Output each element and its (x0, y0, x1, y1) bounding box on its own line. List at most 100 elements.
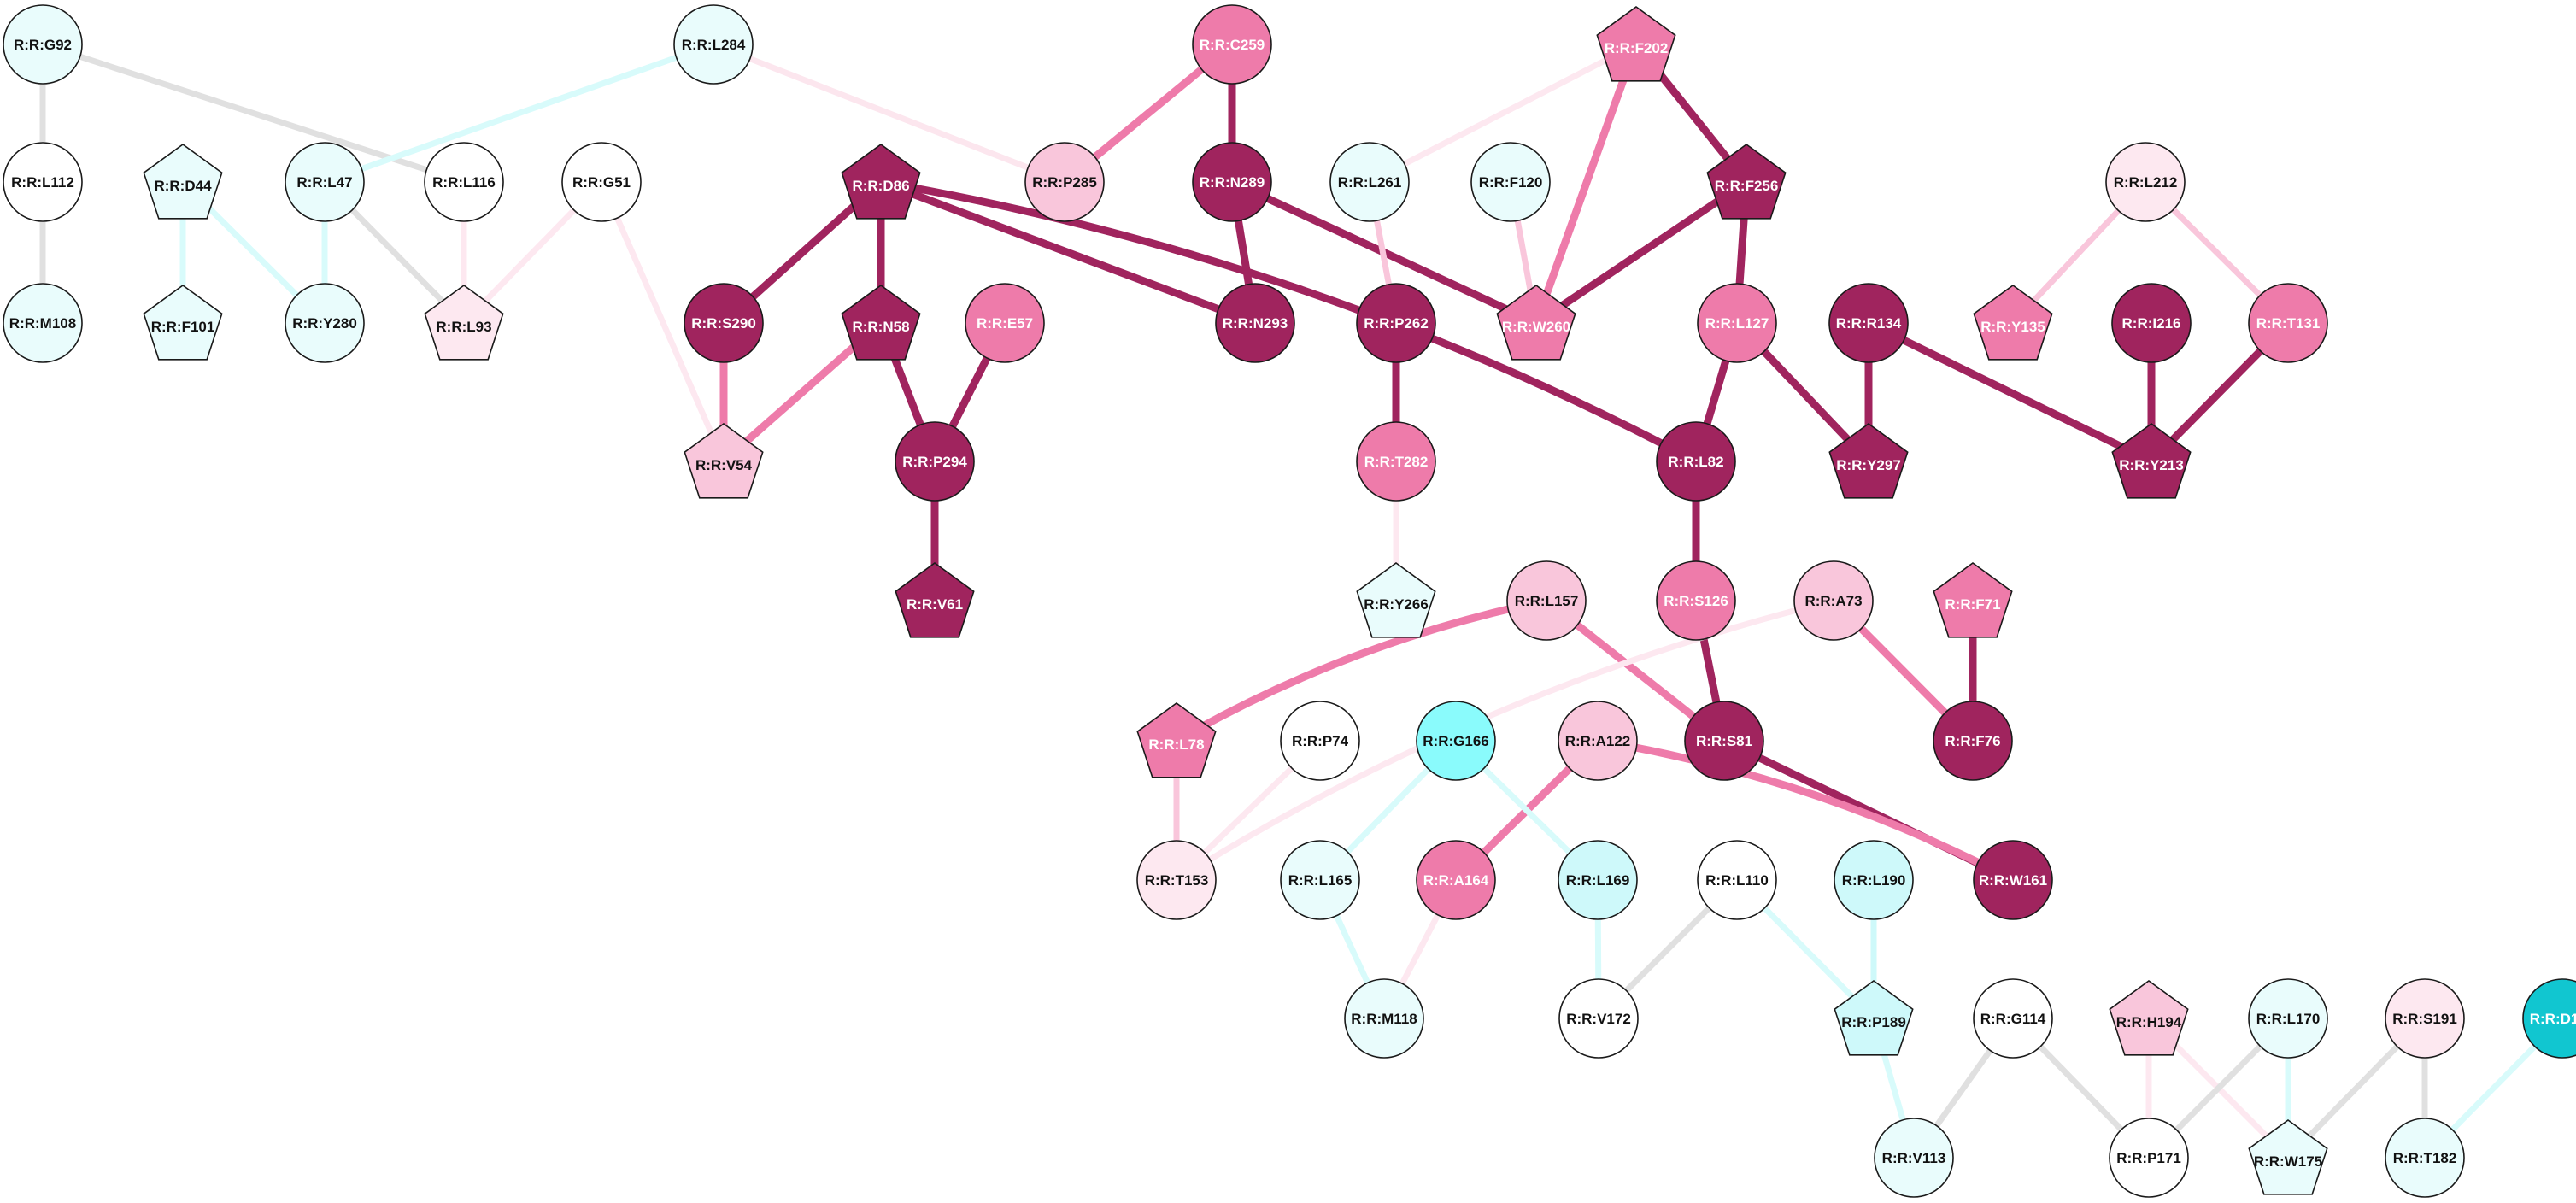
node-label-P294: R:R:P294 (902, 454, 967, 470)
node-shape-L212 (2105, 142, 2186, 222)
node-F202[interactable]: R:R:F202 (1596, 6, 1676, 82)
node-L157[interactable]: R:R:L157 (1506, 560, 1587, 641)
node-Y266[interactable]: R:R:Y266 (1356, 562, 1436, 638)
node-A122[interactable]: R:R:A122 (1558, 701, 1638, 781)
node-S191[interactable]: R:R:S191 (2385, 978, 2465, 1059)
node-A164[interactable]: R:R:A164 (1416, 840, 1496, 920)
node-shape-L170 (2248, 978, 2328, 1059)
node-L170[interactable]: R:R:L170 (2248, 978, 2328, 1059)
node-label-L110: R:R:L110 (1705, 872, 1769, 889)
node-F120[interactable]: R:R:F120 (1470, 142, 1551, 222)
node-shape-L169 (1558, 840, 1638, 920)
node-L82[interactable]: R:R:L82 (1656, 421, 1736, 502)
node-F76[interactable]: R:R:F76 (1933, 701, 2013, 781)
node-Y297[interactable]: R:R:Y297 (1828, 423, 1909, 499)
node-shape-F71 (1933, 562, 2013, 638)
node-P189[interactable]: R:R:P189 (1834, 980, 1914, 1056)
node-label-F101: R:R:F101 (151, 319, 215, 335)
edge-A73-T153 (1173, 597, 1837, 883)
node-Y213[interactable]: R:R:Y213 (2111, 423, 2192, 499)
node-G166[interactable]: R:R:G166 (1416, 701, 1496, 781)
node-P74[interactable]: R:R:P74 (1280, 701, 1360, 781)
node-R134[interactable]: R:R:R134 (1828, 283, 1909, 363)
node-P285[interactable]: R:R:P285 (1024, 142, 1105, 222)
node-L284[interactable]: R:R:L284 (673, 4, 754, 85)
node-T153[interactable]: R:R:T153 (1136, 840, 1217, 920)
node-Y135[interactable]: R:R:Y135 (1973, 285, 2053, 361)
node-L78[interactable]: R:R:L78 (1136, 702, 1217, 778)
node-T182[interactable]: R:R:T182 (2385, 1118, 2465, 1198)
node-M108[interactable]: R:R:M108 (3, 283, 83, 363)
node-S126[interactable]: R:R:S126 (1656, 560, 1736, 641)
node-label-A164: R:R:A164 (1423, 872, 1489, 889)
node-W175[interactable]: R:R:W175 (2248, 1119, 2328, 1195)
node-N293[interactable]: R:R:N293 (1215, 283, 1295, 363)
node-G92[interactable]: R:R:G92 (3, 4, 83, 85)
node-F101[interactable]: R:R:F101 (143, 285, 223, 361)
node-label-W161: R:R:W161 (1979, 872, 2047, 889)
node-H194[interactable]: R:R:H194 (2109, 980, 2189, 1056)
node-G114[interactable]: R:R:G114 (1973, 978, 2053, 1059)
node-D86[interactable]: R:R:D86 (841, 144, 921, 220)
node-D44[interactable]: R:R:D44 (143, 144, 223, 220)
node-I216[interactable]: R:R:I216 (2111, 283, 2192, 363)
node-label-S191: R:R:S191 (2392, 1011, 2457, 1027)
node-shape-F256 (1706, 144, 1787, 220)
node-label-Y297: R:R:Y297 (1836, 457, 1901, 473)
node-L47[interactable]: R:R:L47 (285, 142, 365, 222)
node-L116[interactable]: R:R:L116 (424, 142, 504, 222)
node-L112[interactable]: R:R:L112 (3, 142, 83, 222)
node-L127[interactable]: R:R:L127 (1697, 283, 1777, 363)
node-label-L261: R:R:L261 (1338, 174, 1402, 191)
node-E57[interactable]: R:R:E57 (965, 283, 1045, 363)
node-L110[interactable]: R:R:L110 (1697, 840, 1777, 920)
node-shape-L165 (1280, 840, 1360, 920)
edge-L284-L47 (321, 41, 717, 185)
node-V172[interactable]: R:R:V172 (1558, 978, 1639, 1059)
node-M118[interactable]: R:R:M118 (1344, 978, 1424, 1059)
node-N58[interactable]: R:R:N58 (841, 285, 921, 361)
node-P262[interactable]: R:R:P262 (1356, 283, 1436, 363)
node-shape-A122 (1558, 701, 1638, 781)
edge-D86-N293 (877, 178, 1259, 327)
node-L93[interactable]: R:R:L93 (424, 285, 504, 361)
node-L165[interactable]: R:R:L165 (1280, 840, 1360, 920)
node-S81[interactable]: R:R:S81 (1684, 701, 1764, 781)
edge-R134-Y213 (1864, 319, 2156, 466)
edge-F202-L261 (1366, 41, 1640, 185)
node-shape-L112 (3, 142, 83, 222)
node-label-P189: R:R:P189 (1841, 1014, 1906, 1030)
node-label-N293: R:R:N293 (1223, 315, 1288, 332)
node-label-L284: R:R:L284 (682, 37, 746, 53)
node-P294[interactable]: R:R:P294 (895, 421, 975, 502)
node-shape-D44 (143, 144, 223, 220)
node-C259[interactable]: R:R:C259 (1192, 4, 1272, 85)
node-shape-F120 (1470, 142, 1551, 222)
node-G51[interactable]: R:R:G51 (561, 142, 642, 222)
node-T282[interactable]: R:R:T282 (1356, 421, 1436, 502)
node-F256[interactable]: R:R:F256 (1706, 144, 1787, 220)
node-Y280[interactable]: R:R:Y280 (285, 283, 365, 363)
node-P171[interactable]: R:R:P171 (2109, 1118, 2189, 1198)
node-L212[interactable]: R:R:L212 (2105, 142, 2186, 222)
node-L261[interactable]: R:R:L261 (1329, 142, 1410, 222)
node-label-P262: R:R:P262 (1364, 315, 1429, 332)
node-T131[interactable]: R:R:T131 (2248, 283, 2328, 363)
node-V113[interactable]: R:R:V113 (1874, 1118, 1954, 1198)
node-D179[interactable]: R:R:D179 (2522, 978, 2576, 1059)
node-L190[interactable]: R:R:L190 (1834, 840, 1914, 920)
node-label-A122: R:R:A122 (1565, 733, 1631, 749)
node-F71[interactable]: R:R:F71 (1933, 562, 2013, 638)
edges-layer (39, 40, 2566, 1161)
node-W161[interactable]: R:R:W161 (1973, 840, 2053, 920)
node-V54[interactable]: R:R:V54 (684, 423, 764, 499)
node-L169[interactable]: R:R:L169 (1558, 840, 1638, 920)
node-V61[interactable]: R:R:V61 (895, 562, 975, 638)
node-W260[interactable]: R:R:W260 (1496, 285, 1576, 361)
node-N289[interactable]: R:R:N289 (1192, 142, 1272, 222)
node-label-T182: R:R:T182 (2393, 1150, 2457, 1166)
node-A73[interactable]: R:R:A73 (1793, 560, 1874, 641)
node-S290[interactable]: R:R:S290 (684, 283, 764, 363)
node-shape-S191 (2385, 978, 2465, 1059)
